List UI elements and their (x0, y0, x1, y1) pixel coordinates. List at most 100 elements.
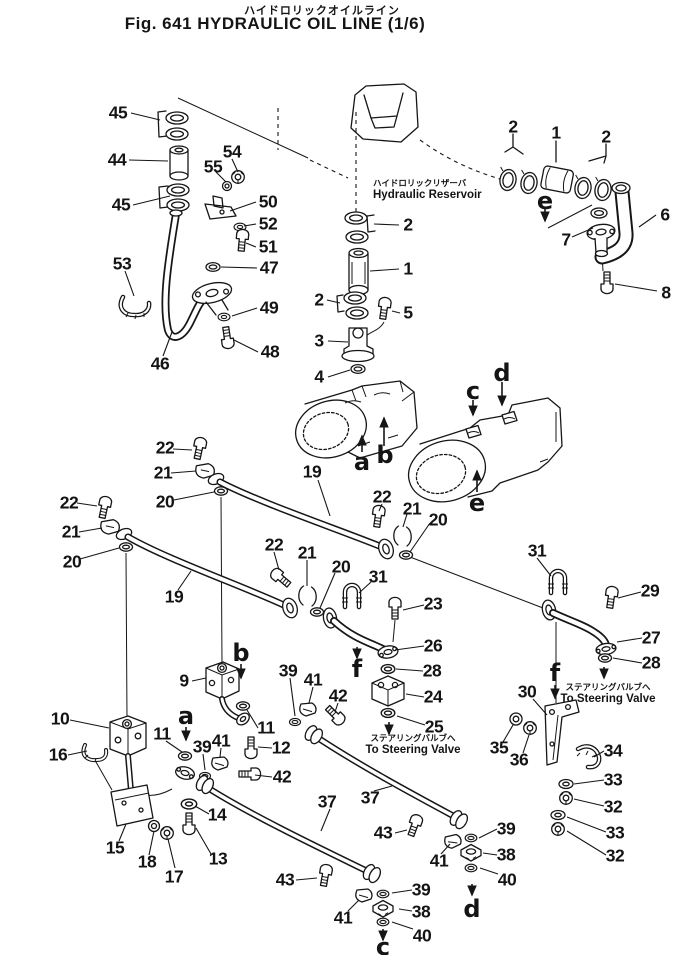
callout-48: 48 (260, 341, 280, 362)
callout-22: 22 (59, 492, 79, 513)
callout-21: 21 (153, 462, 173, 483)
callout-52: 52 (258, 213, 278, 234)
figure-title: Fig. 641 HYDRAULIC OIL LINE (1/6) (124, 14, 426, 33)
callout-15: 15 (105, 837, 125, 858)
callout-17: 17 (164, 866, 184, 887)
callout-20: 20 (62, 551, 82, 572)
callout-54: 54 (222, 141, 242, 162)
bracket-30-group (509, 699, 602, 836)
breather-and-tube-46 (118, 110, 250, 350)
pipe-26-group (322, 582, 405, 719)
callout-43: 43 (373, 822, 393, 843)
callout-31: 31 (368, 566, 388, 587)
port-letter-d: d (463, 895, 481, 923)
callout-30: 30 (517, 681, 537, 702)
callout-49: 49 (259, 297, 279, 318)
bracket-15-group (110, 784, 198, 840)
callout-11: 11 (257, 717, 275, 738)
port-letter-f: f (351, 655, 363, 683)
callout-5: 5 (403, 302, 413, 323)
callout-23: 23 (423, 593, 443, 614)
figure-title-japanese: ハイドロリックオイルライン (244, 5, 400, 17)
suction-stack-parts-1-5 (336, 211, 393, 375)
port-letter-e: e (536, 187, 554, 215)
callout-41: 41 (333, 907, 353, 928)
callout-21: 21 (61, 521, 81, 542)
callout-21: 21 (297, 542, 317, 563)
callout-55: 55 (203, 156, 223, 177)
callout-38: 38 (411, 901, 431, 922)
port-letter-a: a (177, 702, 195, 730)
callout-51: 51 (258, 236, 278, 257)
callout-11: 11 (153, 723, 171, 744)
callout-10: 10 (50, 708, 70, 729)
callout-13: 13 (208, 848, 228, 869)
callout-44: 44 (107, 149, 127, 170)
callout-26: 26 (423, 635, 443, 656)
port-letter-d: d (493, 359, 511, 387)
callout-4: 4 (314, 366, 324, 387)
callout-1: 1 (551, 122, 561, 143)
callout-32: 32 (603, 796, 623, 817)
hose-37-lower (193, 756, 394, 927)
callout-37: 37 (360, 787, 380, 808)
callout-39: 39 (192, 736, 212, 757)
block-10-group (81, 715, 195, 794)
block-9-group (205, 661, 258, 760)
callout-34: 34 (603, 740, 623, 761)
callout-39: 39 (278, 660, 298, 681)
callout-19: 19 (302, 461, 322, 482)
callout-33: 33 (605, 822, 625, 843)
callout-25: 25 (424, 716, 444, 737)
callout-36: 36 (509, 749, 529, 770)
callout-35: 35 (489, 737, 509, 758)
callout-2: 2 (403, 214, 413, 235)
port-letter-c: c (375, 933, 391, 955)
callout-20: 20 (331, 556, 351, 577)
hydraulic-reservoir-outline (350, 83, 419, 143)
callout-6: 6 (660, 204, 670, 225)
callout-39: 39 (496, 818, 516, 839)
callout-39: 39 (411, 879, 431, 900)
callout-50: 50 (258, 191, 278, 212)
reference-lines (95, 97, 604, 796)
callout-53: 53 (112, 253, 132, 274)
callout-28: 28 (641, 652, 661, 673)
callout-24: 24 (423, 686, 443, 707)
callout-3: 3 (314, 330, 324, 351)
callout-46: 46 (150, 353, 170, 374)
callout-38: 38 (496, 844, 516, 865)
port-letter-b: b (232, 639, 250, 667)
hydraulic-pump-right (407, 397, 563, 503)
port-arrows (181, 208, 609, 942)
callout-18: 18 (137, 851, 157, 872)
callout-31: 31 (527, 540, 547, 561)
callout-20: 20 (428, 509, 448, 530)
callout-9: 9 (179, 670, 189, 691)
callout-41: 41 (211, 730, 231, 751)
callout-8: 8 (661, 282, 671, 303)
callout-29: 29 (640, 580, 660, 601)
callout-45: 45 (111, 194, 131, 215)
upper-hose-and-elbow-6 (496, 133, 634, 295)
callout-32: 32 (605, 845, 625, 866)
callout-22: 22 (155, 437, 175, 458)
hose-37-upper (288, 702, 482, 873)
callout-2: 2 (601, 126, 611, 147)
callout-20: 20 (155, 491, 175, 512)
callout-33: 33 (603, 769, 623, 790)
hose-19-lower (95, 494, 325, 619)
callout-2: 2 (314, 289, 324, 310)
callout-40: 40 (412, 925, 432, 946)
port-letter-f: f (549, 659, 561, 687)
callout-21: 21 (402, 498, 422, 519)
callout-47: 47 (259, 257, 279, 278)
port-letter-c: c (465, 377, 481, 405)
callout-43: 43 (275, 869, 295, 890)
hydraulic-pump-left (295, 380, 418, 459)
